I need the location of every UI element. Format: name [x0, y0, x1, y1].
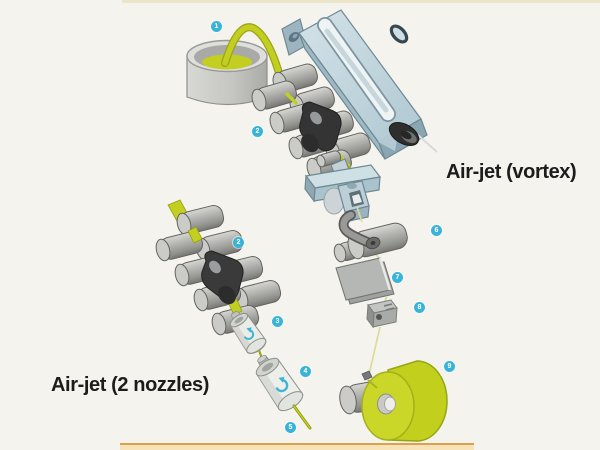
- yarn-path: [356, 206, 363, 223]
- roller: [176, 205, 225, 236]
- callout-marker-2b: 2: [233, 237, 244, 248]
- first-nozzle: [229, 310, 267, 354]
- vortex-system-label: Air-jet (vortex): [446, 161, 577, 183]
- swirl-arrow-icon: [275, 378, 289, 393]
- callout-marker-9: 9: [444, 361, 455, 372]
- callout-marker-2: 2: [252, 126, 263, 137]
- callout-marker-8: 8: [414, 302, 425, 313]
- top-band: [122, 0, 600, 3]
- swirl-arrow-icon: [243, 329, 255, 340]
- vortex-drafting-unit: [251, 63, 371, 181]
- two-nozzle-system-label: Air-jet (2 nozzles): [51, 374, 209, 396]
- second-nozzle: [255, 355, 304, 412]
- sliver-segment: [285, 92, 298, 105]
- vortex-cover-block: [281, 9, 438, 160]
- callout-marker-1: 1: [211, 21, 222, 32]
- block-ring-hole: [389, 24, 409, 44]
- callout-marker-3: 3: [272, 316, 283, 327]
- package-yarn-guide: [361, 370, 373, 381]
- callout-marker-6: 6: [431, 225, 442, 236]
- two-nozzle-drafting-unit: [155, 199, 282, 336]
- yarn-clearer-sensor: [366, 299, 398, 329]
- winding-unit: [339, 360, 448, 442]
- delivery-roller: [333, 210, 408, 263]
- callout-marker-5: 5: [285, 422, 296, 433]
- bottom-band: [120, 443, 474, 450]
- deflector-plate: [335, 257, 395, 305]
- spindle-bracket: [323, 180, 370, 223]
- roller: [251, 80, 297, 112]
- callout-marker-4: 4: [300, 366, 311, 377]
- callout-marker-7: 7: [392, 272, 403, 283]
